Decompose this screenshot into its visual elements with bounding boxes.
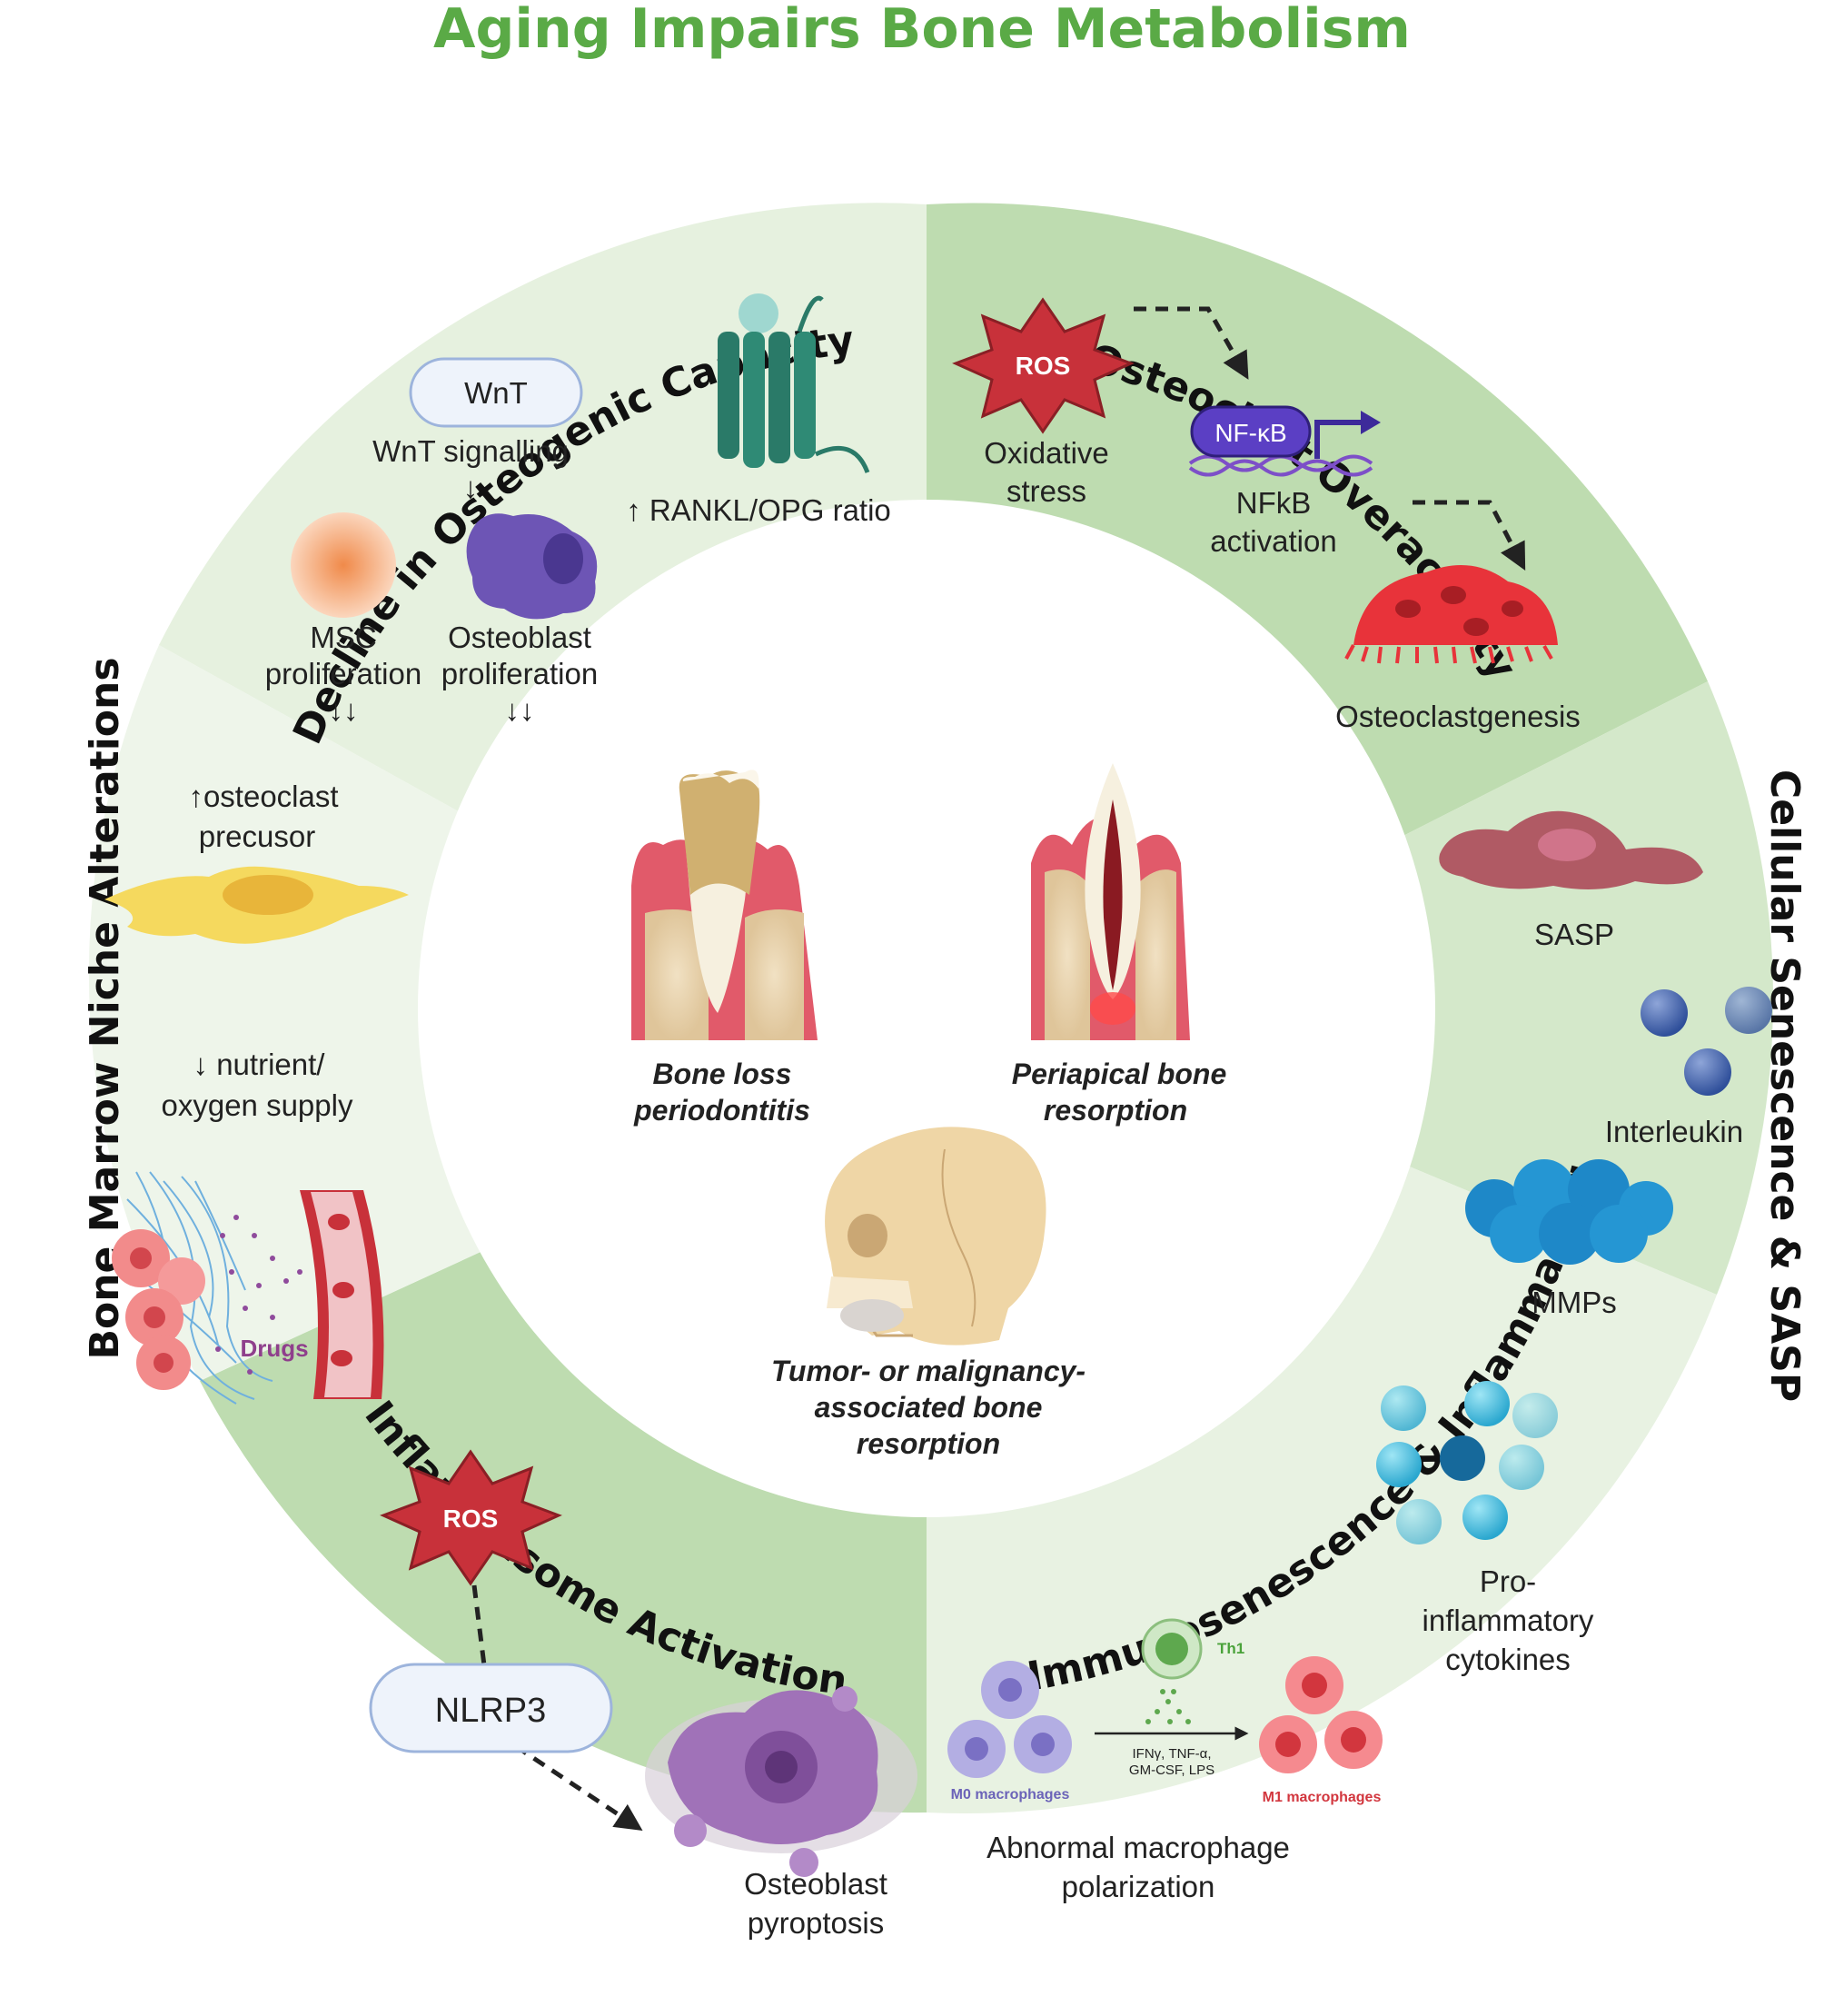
osteogenic-content: WnT WnT signalling ↓ ↑ RANKL/OPG ratio M…: [265, 293, 891, 727]
tumor-label-1: Tumor- or malignancy-: [771, 1355, 1086, 1387]
transcription-arrow-icon: [1314, 420, 1363, 459]
nutrient-label-2: oxygen supply: [162, 1088, 353, 1122]
arrow-ros-to-pyroptosis: [471, 1584, 643, 1831]
arrow-nfkb-to-osteoclast: [1413, 500, 1526, 571]
msc-icon: [291, 512, 396, 618]
precursor-label-1: ↑osteoclast: [188, 780, 338, 813]
cytokines-label-1: Pro-: [1480, 1564, 1536, 1598]
m0-macrophages-icon: [947, 1661, 1072, 1778]
periapical-label-1: Periapical bone: [1012, 1058, 1227, 1090]
oxidative-label: Oxidative: [984, 436, 1109, 470]
msc-down-arrows: ↓↓: [329, 693, 359, 727]
arrow-ros-to-nfkb: [1134, 306, 1249, 380]
tumor-label-3: resorption: [857, 1427, 1000, 1460]
nlrp3-pill: [369, 1663, 613, 1753]
msc-label: MSC: [310, 621, 376, 654]
th1-label: Th1: [1217, 1640, 1244, 1657]
page-title: Aging Impairs Bone Metabolism: [433, 0, 1411, 61]
m1-macrophages-icon: [1259, 1656, 1383, 1773]
ros-star-icon: [952, 297, 1135, 434]
wnt-pill-label: WnT: [464, 376, 528, 410]
osteoblast-label: Osteoblast: [448, 621, 591, 654]
interleukin-ball-2: [1725, 987, 1772, 1034]
center-content: Bone loss periodontitis Periapical bone …: [631, 763, 1226, 1460]
interleukin-ball-3: [1684, 1048, 1731, 1096]
marrow-niche-icon: [112, 1171, 384, 1405]
sasp-label: SASP: [1534, 918, 1614, 951]
pyroptotic-osteoblast-icon: [645, 1686, 917, 1877]
ros-star-icon-2: [380, 1449, 562, 1586]
osteoblast-proliferation-label: proliferation: [441, 657, 598, 690]
mmps-label: MMPs: [1532, 1286, 1617, 1319]
osteoclast-content: ROS Oxidative stress NF-κB NFkB activati…: [952, 297, 1581, 733]
periapical-label-2: resorption: [1044, 1094, 1187, 1127]
m0-label: M0 macrophages: [951, 1787, 1070, 1802]
th1-secretion-dots: [1145, 1689, 1191, 1724]
osteoclast-cell-icon: [1353, 565, 1558, 645]
pyroptosis-label-1: Osteoblast: [744, 1867, 887, 1901]
skull-icon: [825, 1127, 1046, 1346]
precursor-label-2: precusor: [199, 819, 315, 853]
center-circle: [418, 500, 1435, 1517]
ros-label-2: ROS: [443, 1505, 499, 1533]
periodontitis-tooth-icon: [631, 770, 818, 1040]
osteoclastgenesis-label: Osteoclastgenesis: [1335, 700, 1581, 733]
cytokine-cluster-icon: [1376, 1381, 1558, 1544]
drugs-label: Drugs: [240, 1335, 308, 1362]
stress-label: stress: [1006, 474, 1086, 508]
nfkb-pill-label: NF-κB: [1214, 419, 1286, 447]
nfkb-pill: [1190, 405, 1312, 458]
nlrp3-label: NLRP3: [435, 1692, 547, 1730]
receptor-icon: [718, 293, 870, 473]
nutrient-label-1: ↓ nutrient/: [193, 1048, 326, 1081]
inflammasome-content: ROS NLRP3 Osteoblast pyroptosis: [369, 1449, 917, 1940]
marrow-content: ↑osteoclast precusor ↓ nutrient/ oxygen …: [104, 780, 409, 1405]
periapical-tooth-icon: [1031, 763, 1190, 1040]
sector-marrow: [88, 645, 536, 1381]
osteoblast-down-arrows: ↓↓: [505, 693, 535, 727]
pyroptosis-label-2: pyroptosis: [748, 1906, 884, 1940]
periodontitis-label-2: periodontitis: [633, 1094, 810, 1127]
polarization-label-2: polarization: [1062, 1870, 1215, 1903]
activation-label: activation: [1210, 524, 1336, 558]
wnt-pill: [409, 357, 583, 428]
ros-label: ROS: [1016, 352, 1071, 380]
periodontitis-label-1: Bone loss: [653, 1058, 792, 1090]
mmps-cluster-icon: [1465, 1159, 1673, 1265]
stimuli-label-2: GM-CSF, LPS: [1129, 1763, 1214, 1778]
senescence-content: SASP Interleukin MMPs: [1439, 810, 1772, 1319]
interleukin-label: Interleukin: [1605, 1115, 1743, 1148]
wnt-arrow: ↓: [463, 471, 479, 504]
wnt-signalling-label: WnT signalling: [372, 434, 569, 468]
rankl-label: ↑ RANKL/OPG ratio: [626, 493, 891, 527]
msc-proliferation-label: proliferation: [265, 657, 421, 690]
m1-label: M1 macrophages: [1263, 1790, 1382, 1805]
nfkb-label: NFkB: [1236, 486, 1312, 520]
immuno-content: Pro- inflammatory cytokines Th1 IFNγ, TN…: [947, 1381, 1594, 1903]
cytokines-label-2: inflammatory: [1423, 1604, 1594, 1637]
polarization-label-1: Abnormal macrophage: [986, 1831, 1290, 1864]
cytokines-label-3: cytokines: [1445, 1643, 1571, 1676]
tumor-label-2: associated bone: [815, 1391, 1043, 1424]
interleukin-ball-1: [1641, 989, 1688, 1037]
stimuli-label-1: IFNγ, TNF-α,: [1133, 1746, 1212, 1762]
heading-senescence: Cellular Senescence & SASP: [1761, 770, 1808, 1402]
sector-immuno: [927, 1158, 1717, 1814]
